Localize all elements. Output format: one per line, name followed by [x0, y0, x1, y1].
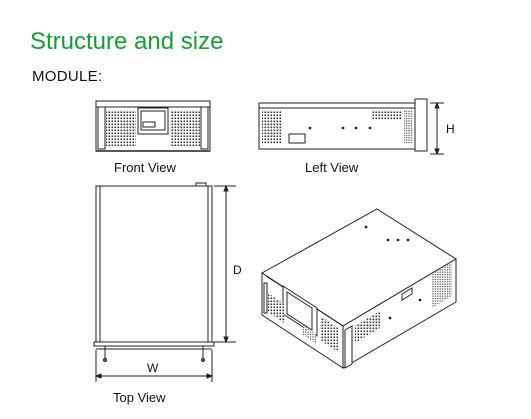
front-view-caption: Front View	[114, 160, 176, 175]
left-view-drawing	[258, 98, 444, 156]
depth-label: D	[233, 263, 242, 277]
front-view-drawing	[95, 100, 211, 152]
top-view-caption: Top View	[113, 390, 166, 405]
isometric-view-drawing	[261, 208, 457, 369]
module-heading: MODULE:	[32, 68, 103, 85]
page-title: Structure and size	[30, 28, 224, 55]
top-view-drawing	[93, 182, 236, 382]
width-label: W	[147, 361, 159, 375]
height-label: H	[446, 122, 455, 136]
left-view-caption: Left View	[305, 160, 359, 175]
